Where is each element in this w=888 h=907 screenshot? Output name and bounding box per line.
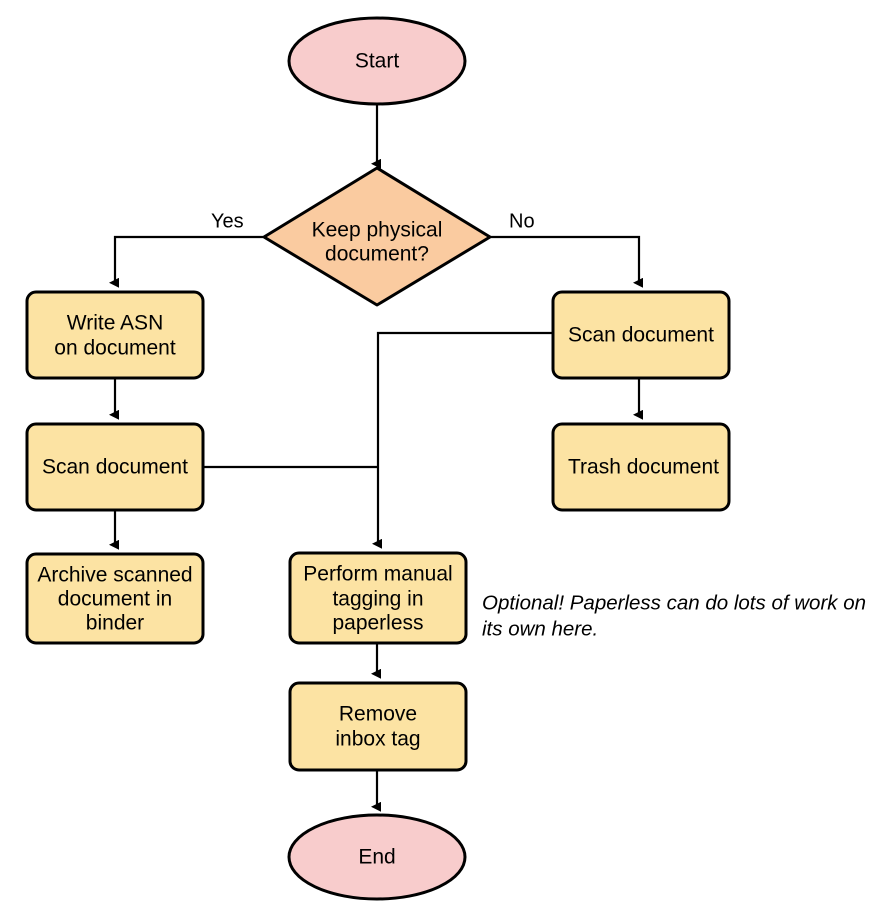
- edge-scan-right-to-manual-tagging: [372, 331, 552, 549]
- manual-tagging-label-line3: paperless: [332, 612, 423, 635]
- node-write-asn-on-document[interactable]: Write ASN on document: [25, 290, 205, 380]
- remove-inbox-label-line2: inbox tag: [335, 728, 420, 751]
- archive-label-line2: document in: [58, 588, 172, 611]
- end-label: End: [358, 846, 395, 869]
- manual-tagging-label-line1: Perform manual: [303, 563, 452, 586]
- write-asn-label-line1: Write ASN: [67, 312, 163, 335]
- node-decision-keep-physical-document[interactable]: Keep physical document?: [262, 166, 492, 307]
- node-scan-document-left[interactable]: Scan document: [25, 422, 205, 512]
- annotation-optional-note: Optional! Paperless can do lots of work …: [482, 591, 866, 640]
- archive-box: [25, 552, 205, 645]
- decision-diamond: [262, 166, 492, 307]
- start-label: Start: [355, 50, 400, 73]
- node-archive-scanned-document[interactable]: Archive scanned document in binder: [25, 552, 205, 645]
- write-asn-box: [25, 290, 205, 380]
- end-ellipse: [287, 813, 467, 901]
- trash-document-box: [551, 422, 731, 512]
- scan-document-right-label: Scan document: [568, 324, 714, 347]
- manual-tagging-label-line2: tagging in: [332, 588, 423, 611]
- scan-document-left-box: [25, 422, 205, 512]
- edge-label-no: No: [509, 210, 535, 232]
- edge-decision-no-to-scan-right: [490, 235, 643, 288]
- edges-layer: [109, 104, 643, 812]
- annotation-line1: Optional! Paperless can do lots of work …: [482, 591, 866, 614]
- edge-label-yes: Yes: [211, 210, 244, 232]
- archive-label-line1: Archive scanned: [37, 564, 192, 587]
- manual-tagging-box: [288, 551, 468, 645]
- edge-labels-layer: Yes No: [211, 210, 535, 232]
- start-ellipse: [287, 16, 467, 106]
- node-remove-inbox-tag[interactable]: Remove inbox tag: [288, 681, 468, 772]
- decision-label-line2: document?: [325, 243, 429, 266]
- write-asn-label-line2: on document: [54, 337, 176, 360]
- node-perform-manual-tagging[interactable]: Perform manual tagging in paperless: [288, 551, 468, 645]
- node-end[interactable]: End: [287, 813, 467, 901]
- trash-document-label: Trash document: [568, 456, 719, 479]
- scan-document-right-box: [551, 290, 731, 380]
- remove-inbox-label-line1: Remove: [339, 703, 417, 726]
- annotation-line2: its own here.: [482, 617, 598, 640]
- node-start[interactable]: Start: [287, 16, 467, 106]
- archive-label-line3: binder: [86, 612, 144, 635]
- scan-document-left-label: Scan document: [42, 456, 188, 479]
- decision-label-line1: Keep physical: [312, 219, 443, 242]
- remove-inbox-tag-box: [288, 681, 468, 772]
- node-scan-document-right[interactable]: Scan document: [551, 290, 731, 380]
- node-trash-document[interactable]: Trash document: [551, 422, 731, 512]
- edge-decision-yes-to-write-asn: [109, 235, 263, 288]
